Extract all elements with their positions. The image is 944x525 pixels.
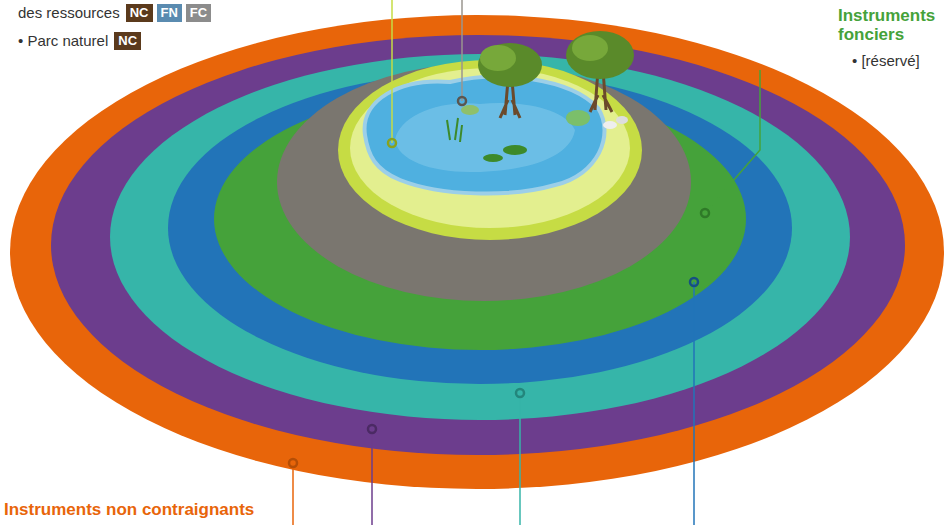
badge: NC: [126, 4, 153, 22]
tree: [566, 31, 634, 112]
rock: [616, 116, 628, 124]
rock: [603, 121, 617, 129]
badge: FC: [186, 4, 211, 22]
group-heading: Instruments fonciers: [838, 6, 938, 44]
lily-pad: [483, 154, 503, 162]
list-item: • [réservé]: [852, 52, 920, 70]
group-heading: Instruments non contraignants: [4, 500, 254, 519]
lightgreen-band: [338, 60, 642, 240]
shrub: [461, 105, 479, 115]
leader-lines: [293, 0, 760, 525]
reeds: [447, 118, 462, 142]
badge: NC: [114, 32, 141, 50]
leader-dots: [289, 97, 709, 467]
pond: [365, 77, 605, 194]
teal-band: [110, 54, 850, 420]
orange-band: [10, 15, 944, 489]
pond-reflection: [395, 103, 575, 172]
list-item: • Parc naturel: [18, 32, 108, 50]
badge: FN: [157, 4, 182, 22]
lily-pad: [503, 145, 527, 155]
list-item: des ressources: [18, 4, 120, 22]
tree: [478, 43, 542, 118]
shrub: [566, 110, 590, 126]
purple-band: [51, 35, 905, 455]
